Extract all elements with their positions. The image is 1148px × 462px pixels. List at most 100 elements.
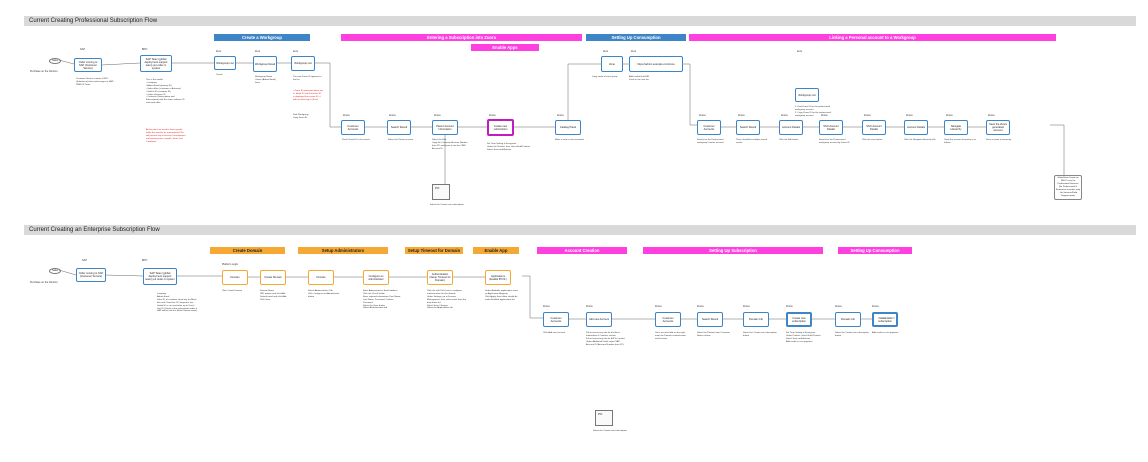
enterprise-step-box: Create Domain <box>260 270 286 285</box>
node-label: Zero <box>255 50 261 53</box>
node-label: Platform Login <box>222 263 239 266</box>
zone-box: Zone <box>601 56 623 72</box>
enterprise-step-box: Applications (Enable BYOL) <box>485 270 511 285</box>
lane-account-creation: Account Creation <box>537 247 627 254</box>
node-note: Go to account field on the right, enter … <box>655 332 686 340</box>
node-note: 1. Find Zuora ID for the professional wo… <box>795 106 831 117</box>
bpo-note: This is the model: • Company • Admin Ema… <box>146 79 185 105</box>
order-to-sap-box: Order coming to SAP (Customer Service) <box>74 58 102 72</box>
sap-label: SAP <box>82 259 88 262</box>
node-note: Set Term Setting to Evergreen Under the … <box>487 143 531 151</box>
node-label: Zuora <box>738 114 745 117</box>
node-note: Save account in hierarchy <box>986 139 1012 141</box>
node-label: Zuora <box>781 114 788 117</box>
bpo-label: BPO <box>142 48 148 51</box>
enterprise-step-box: Authentication (Setup Timeout for Domain… <box>427 270 453 285</box>
node-label: Zuora <box>343 114 350 117</box>
node-note: Add credit as cost payment <box>872 332 899 334</box>
order-to-sap-box: Order coming to SAP (Customer Service) <box>76 268 106 282</box>
linking-step-box: Navigate Hierarchy <box>944 120 968 135</box>
node-note: Click Create Domain <box>222 290 243 292</box>
linking-step-box: Account Details <box>904 120 928 135</box>
sales-node: Sales <box>49 58 61 64</box>
search-result-box: Search Result <box>387 120 411 135</box>
linking-step-box: Save the Zuora generated account <box>986 120 1010 135</box>
node-label: Zuora <box>586 305 593 308</box>
node-label: Zuora <box>872 305 879 308</box>
global-view-box: GlobalView Create an SFDC case for Profe… <box>1054 175 1082 200</box>
enterprise-step-box: Domain Info <box>835 312 861 327</box>
node-note: Select the Edit Copy the Customer Accoun… <box>432 139 468 150</box>
lane-enable-apps: Enable Apps <box>471 44 539 51</box>
linking-step-box: Search Result <box>736 120 760 135</box>
node-note: Select the Create new subscription butto… <box>835 332 869 337</box>
node-note: Click Add new account <box>543 332 566 334</box>
lane-create-workgroup: Create a Workgroup <box>214 34 310 41</box>
workgroup-list-box: Workgroup List <box>214 56 236 70</box>
create-new-subscription-box: Create new subscription <box>487 119 514 136</box>
node-note: Domain Name URL pattern and click Add De… <box>260 290 287 301</box>
workgroup-detail-box: Workgroup Detail <box>253 56 277 72</box>
node-note: Add Invalid Grid URL Paste in the user l… <box>629 76 650 81</box>
linking-step-box: SSO Account Details <box>819 120 843 135</box>
lane-setting-up-consumption-ent: Setting Up Consumption <box>838 247 912 254</box>
workgroup-list-box-2: Workgroup List <box>291 56 315 71</box>
catalog-panel-box: Catalog Panel <box>555 120 581 135</box>
node-note: Click the Navigate Hierarchy link <box>904 139 936 141</box>
lane-linking-account: Linking a Personal account to a Workgrou… <box>689 34 1056 41</box>
node-note: Copy name of zone group <box>592 76 618 78</box>
po-document-icon: PO <box>432 184 450 200</box>
node-note: Fill out necessary info for the Basic In… <box>586 332 625 346</box>
node-note: Create <box>216 74 223 76</box>
node-label: Zuora <box>786 305 793 308</box>
node-note: Workgroup Name Owner (Admin Email) Save <box>255 76 276 84</box>
node-label: Zuora <box>489 114 496 117</box>
node-label: Zuora <box>434 114 441 117</box>
lane-existing-subscription: Entering a Subscription into Zuora <box>341 34 582 41</box>
node-note: Click the Edit button <box>779 139 799 141</box>
bpo-box: SAP Team (global deployment support team… <box>140 55 172 72</box>
node-label: Zuora <box>835 305 842 308</box>
node-note: Select the Create new subscription butto… <box>743 332 777 337</box>
node-note: Search for the Professional workgroup's … <box>697 139 724 144</box>
node-note: Paste Zuora ID in the search <box>342 139 370 141</box>
node-note: Under Available applications enter an Ap… <box>485 290 519 301</box>
node-label: Zuora <box>743 305 750 308</box>
enterprise-step-box: Add new Account <box>586 312 612 327</box>
sales-node: Sales <box>49 268 61 274</box>
bpo-label: BPO <box>142 259 148 262</box>
node-note: Select the Domain from Customer Name col… <box>697 332 730 337</box>
node-note: Verify the account hierarchy is as follo… <box>944 139 977 144</box>
po-note: Select the Create new subscription <box>593 430 627 432</box>
lane-setup-admins: Setup Administrators <box>298 247 388 254</box>
node-label: Zero <box>216 50 222 53</box>
node-note: Enter Administrator's Email address Clic… <box>363 290 401 310</box>
section-title-enterprise: Current Creating an Enterprise Subscript… <box>24 225 1136 235</box>
node-label: Zuora <box>864 114 871 117</box>
node-label: Zero <box>631 50 637 53</box>
node-label: Zuora <box>988 114 995 117</box>
enterprise-step-box: Create new subscription <box>786 312 812 327</box>
lane-create-domain: Create Domain <box>210 247 285 254</box>
node-label: Zuora <box>697 305 704 308</box>
purchase-node: Purchase on the Nomino <box>30 281 58 284</box>
node-label: Zuora <box>655 305 662 308</box>
node-label: Zuora <box>389 114 396 117</box>
linking-step-box: SSO Account Details <box>862 120 886 135</box>
lane-enable-app: Enable App <box>473 247 519 254</box>
node-label: Zuora <box>543 305 550 308</box>
node-label: Zero <box>797 50 803 53</box>
enterprise-step-box: Configure an Administrator <box>363 270 389 285</box>
customer-accounts-box: Customer Accounts <box>341 120 365 135</box>
node-note: Make a note to start activated <box>555 139 584 141</box>
node-label: Zuora <box>821 114 828 117</box>
zero-workgroup-list-box: Workgroup List <box>795 88 819 102</box>
bpo-box: SAP Team (global deployment support team… <box>143 268 177 285</box>
linking-step-box: Account Details <box>779 120 803 135</box>
parent-account-info-box: Parent Account Information <box>432 120 458 135</box>
enterprise-step-box: Customer Accounts <box>655 312 681 327</box>
enterprise-step-box: Domain Info <box>743 312 769 327</box>
node-label: Zuora <box>906 114 913 117</box>
node-label: Zuora <box>946 114 953 117</box>
